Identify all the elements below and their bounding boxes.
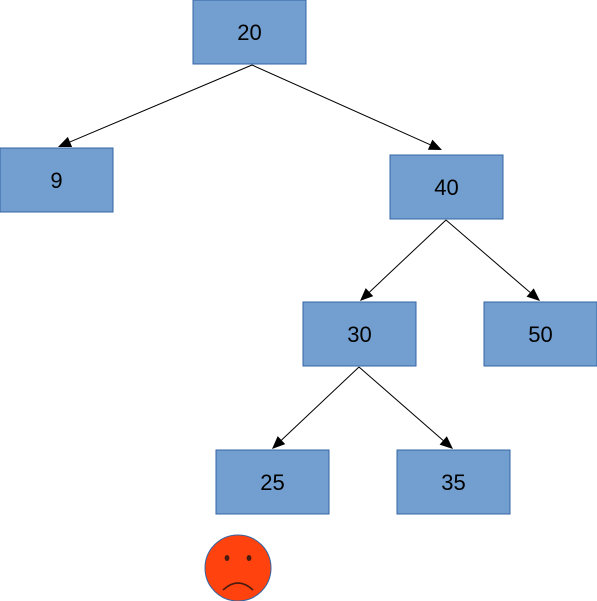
edge-n40-n30 <box>360 219 447 301</box>
arrowhead-icon <box>526 288 540 301</box>
sad-face-icon <box>204 534 272 601</box>
node-9: 9 <box>0 147 114 213</box>
node-20: 20 <box>192 0 307 65</box>
node-40: 40 <box>389 154 504 220</box>
edge-n20-n40 <box>251 64 442 150</box>
node-20-label: 20 <box>237 20 261 45</box>
edges-layer <box>58 64 540 449</box>
edge-line <box>358 366 444 441</box>
node-35-label: 35 <box>441 470 465 495</box>
node-25-label: 25 <box>260 470 284 495</box>
edge-n40-n50 <box>445 219 540 301</box>
node-30: 30 <box>302 301 417 367</box>
arrowhead-icon <box>360 288 374 301</box>
node-40-label: 40 <box>434 175 458 200</box>
node-9-label: 9 <box>50 168 62 193</box>
node-25: 25 <box>215 449 330 515</box>
edge-line <box>251 64 431 146</box>
edge-n30-n25 <box>272 366 360 449</box>
edge-line <box>445 219 531 293</box>
node-50-label: 50 <box>528 322 552 347</box>
frown-mouth <box>222 582 254 591</box>
left-eye <box>224 555 230 561</box>
edge-line <box>69 64 253 143</box>
arrowhead-icon <box>58 136 73 148</box>
right-eye <box>246 555 252 561</box>
arrowhead-icon <box>272 436 286 449</box>
arrowhead-icon <box>439 436 453 449</box>
node-30-label: 30 <box>347 322 371 347</box>
node-35: 35 <box>396 449 511 515</box>
edge-n30-n35 <box>358 366 453 449</box>
edge-line <box>281 366 360 441</box>
edge-line <box>369 219 447 293</box>
node-50: 50 <box>483 301 597 367</box>
edge-n20-n9 <box>58 64 253 148</box>
arrowhead-icon <box>427 139 442 150</box>
